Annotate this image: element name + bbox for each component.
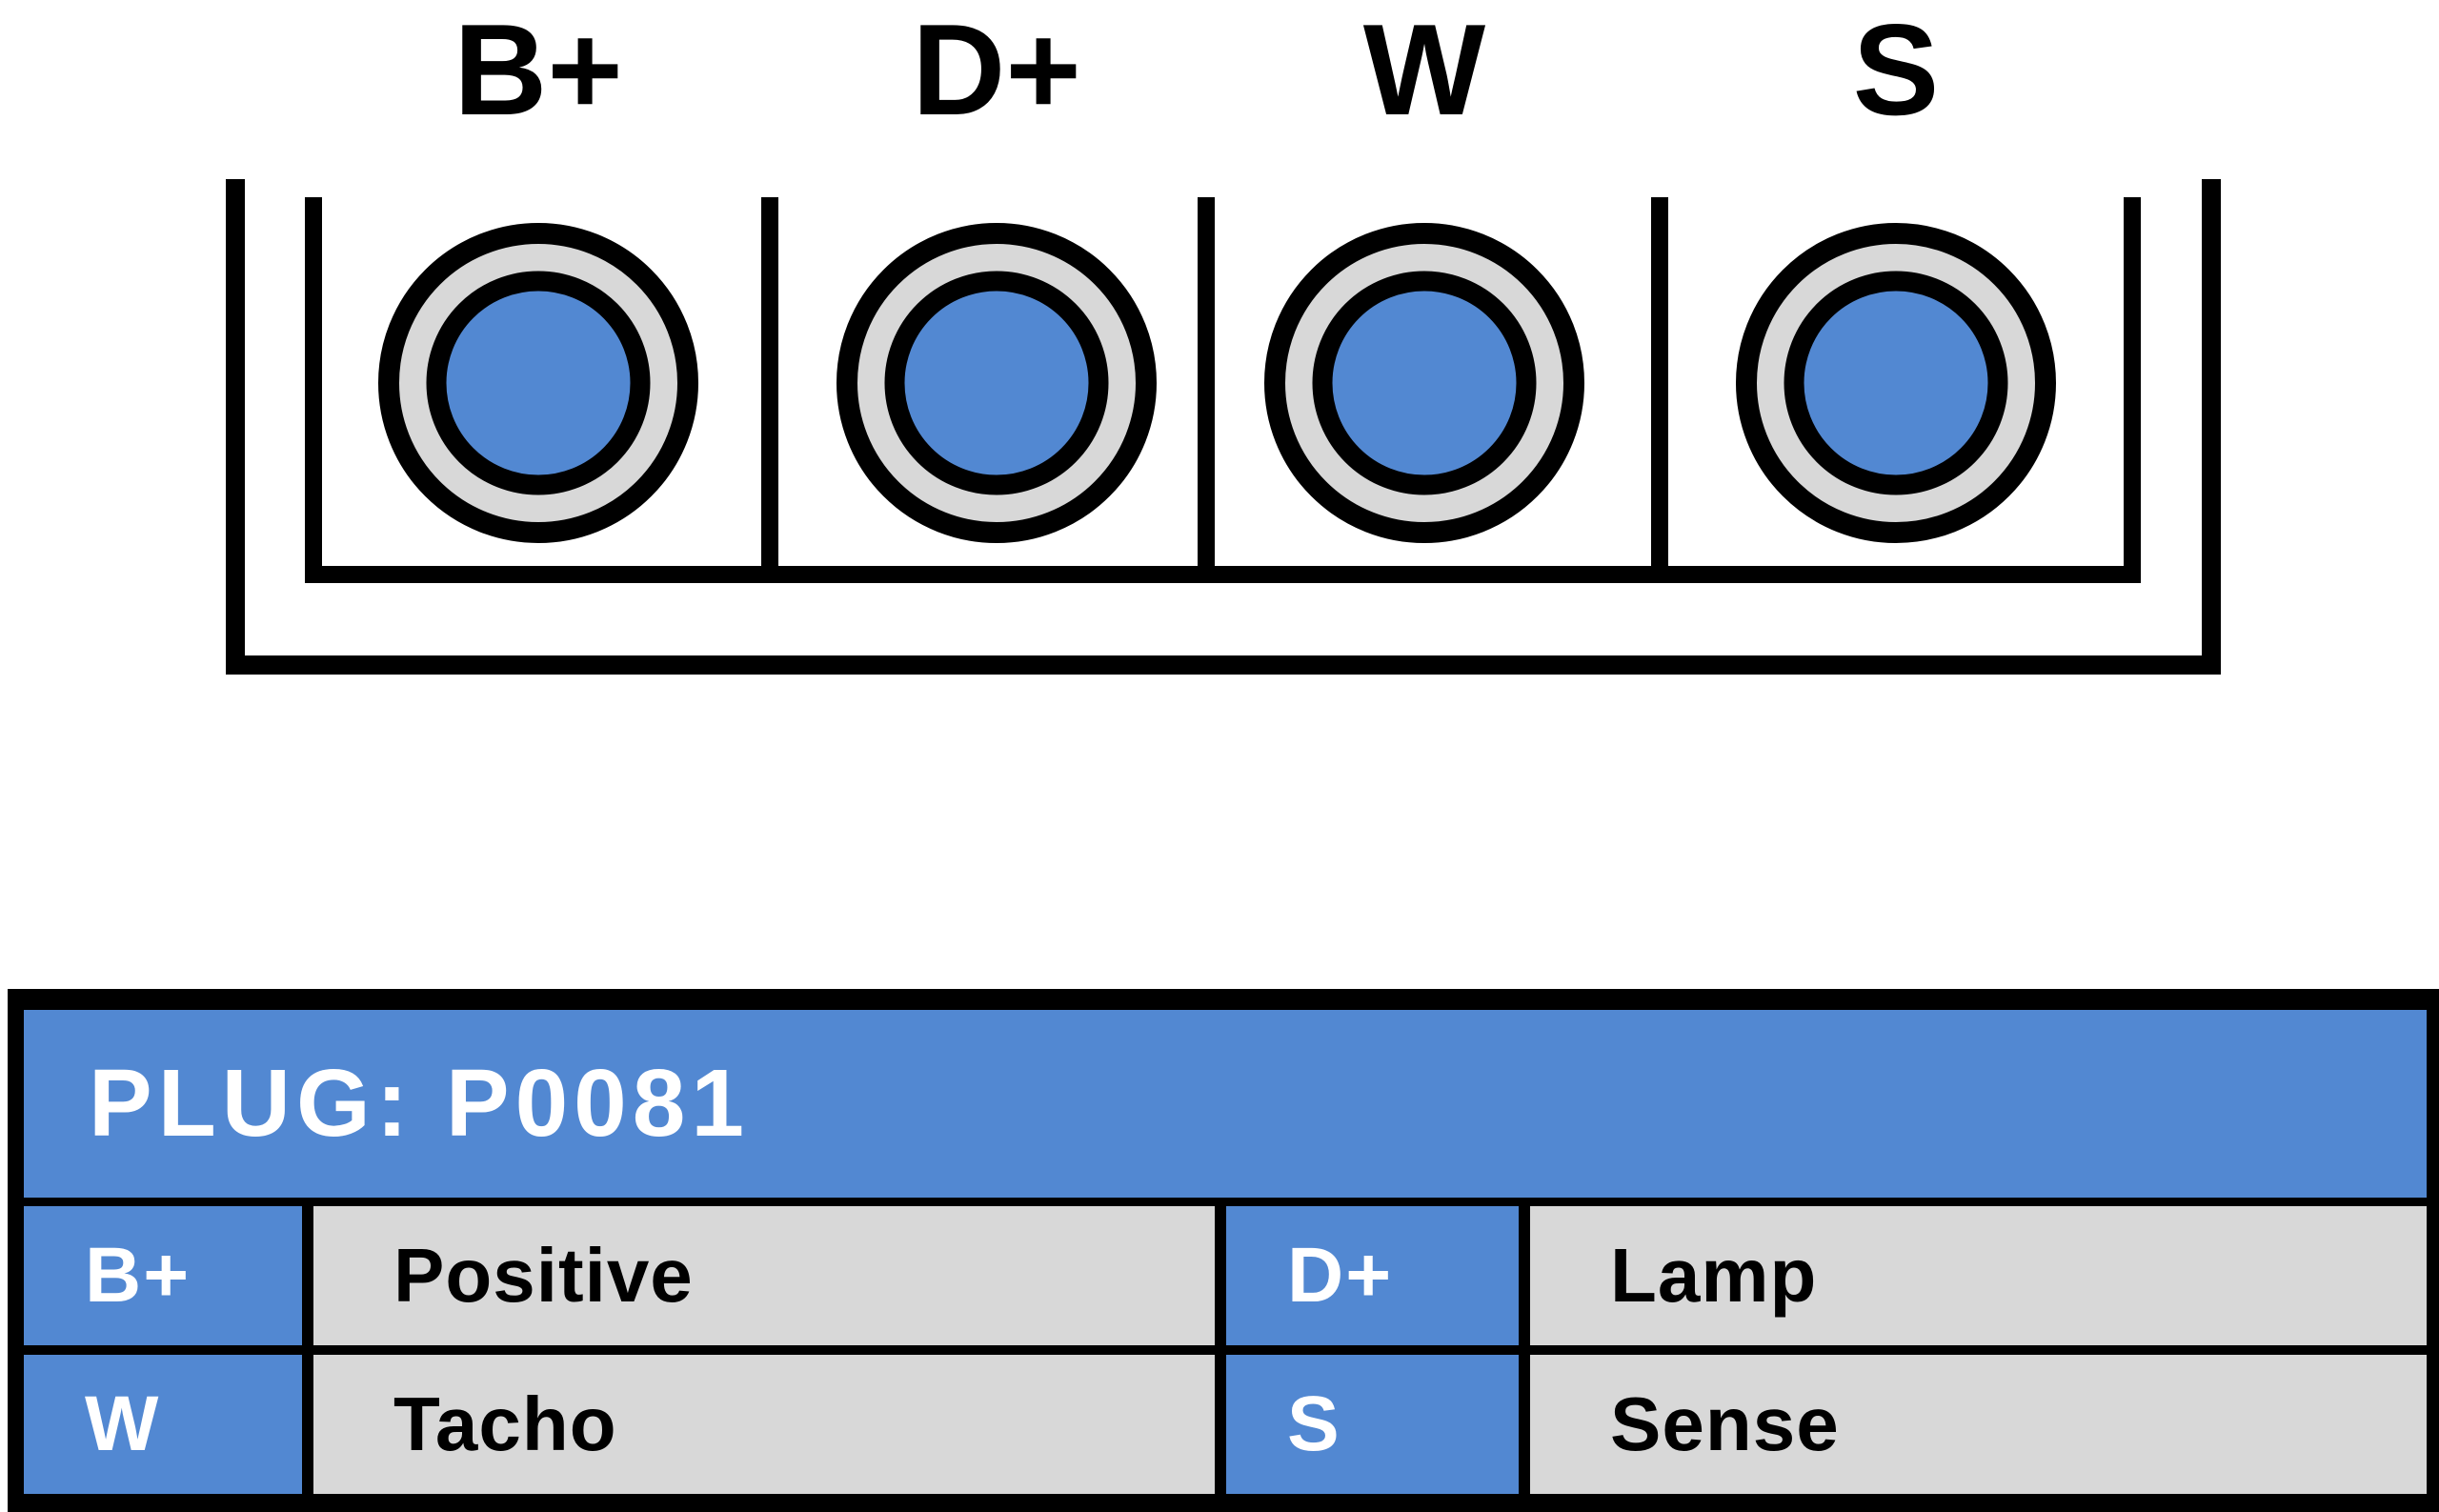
- table-row: B+ Positive D+ Lamp: [24, 1206, 2427, 1345]
- plug-table: PLUG: P0081 B+ Positive D+ Lamp W Tacho …: [8, 989, 2439, 1512]
- terminal-label-b-plus: B+: [454, 0, 623, 142]
- terminal-label-w: W: [1363, 0, 1486, 142]
- terminal-cell-s: S: [1226, 1355, 1519, 1494]
- pin-core: [1312, 271, 1537, 495]
- pin-core: [1784, 271, 2008, 495]
- terminal-pin-w: [1264, 223, 1584, 543]
- plug-table-header: PLUG: P0081: [24, 1010, 2427, 1198]
- terminal-cell-b-plus: B+: [24, 1206, 302, 1345]
- connector-outer-shell: [226, 179, 2221, 675]
- table-row: W Tacho S Sense: [24, 1355, 2427, 1494]
- pin-core: [426, 271, 651, 495]
- terminal-pin-d-plus: [837, 223, 1157, 543]
- terminal-cell-d-plus: D+: [1226, 1206, 1519, 1345]
- plug-table-title: PLUG: P0081: [89, 1050, 751, 1157]
- terminal-label-d-plus: D+: [912, 0, 1081, 142]
- function-cell-positive: Positive: [313, 1206, 1215, 1345]
- terminal-cell-w: W: [24, 1355, 302, 1494]
- terminal-label-s: S: [1853, 0, 1940, 142]
- function-cell-lamp: Lamp: [1530, 1206, 2427, 1345]
- function-cell-sense: Sense: [1530, 1355, 2427, 1494]
- connector-diagram: B+ D+ W S: [226, 0, 2221, 675]
- function-cell-tacho: Tacho: [313, 1355, 1215, 1494]
- pin-core: [884, 271, 1109, 495]
- terminal-pin-b-plus: [378, 223, 698, 543]
- terminal-pin-s: [1736, 223, 2056, 543]
- connector-inner-shell: [305, 197, 2141, 583]
